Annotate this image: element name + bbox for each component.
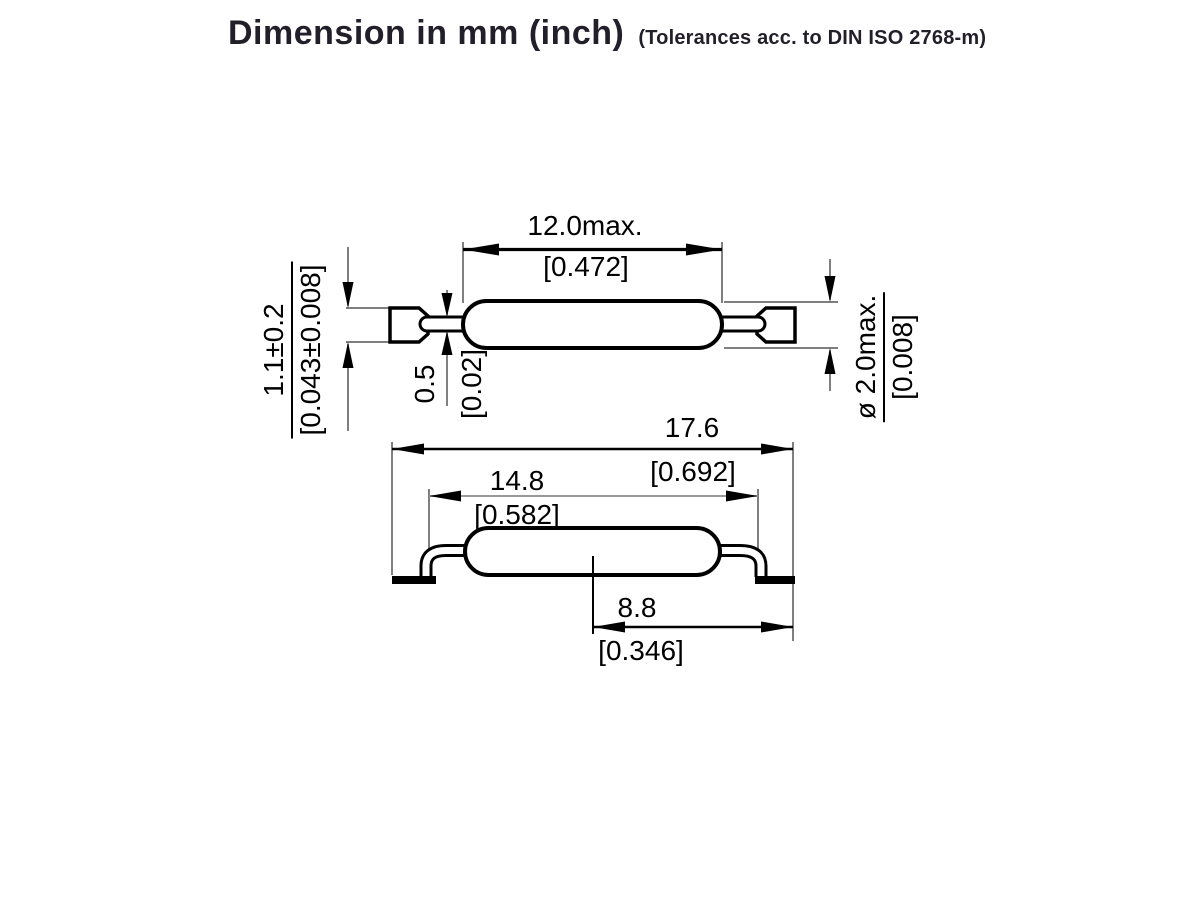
dim-body-length-mm: 12.0max. — [527, 210, 643, 241]
top-view-drawing — [342, 242, 838, 431]
left-lead-wire — [418, 315, 470, 333]
right-lead-wire — [715, 315, 767, 333]
glass-body-top-view — [461, 299, 724, 350]
dim-center-to-lead-end — [592, 556, 793, 634]
dim-wire-diameter-mm: 0.5 — [409, 364, 440, 404]
dim-lead-end-thickness-mm: 1.1±0.2 — [257, 261, 293, 439]
dim-lead-end-thickness-label: 1.1±0.2 [0.043±0.008] — [257, 261, 327, 439]
dim-overall-length-mm: 17.6 — [664, 412, 720, 443]
dim-wire-diameter-inch: [0.02] — [456, 348, 487, 420]
dim-overall-length — [391, 442, 794, 641]
dim-body-diameter-label: ø 2.0max. [0.008] — [849, 291, 919, 423]
right-solder-foot — [755, 576, 795, 584]
tolerance-note: (Tolerances acc. to DIN ISO 2768-m) — [638, 27, 987, 49]
dim-center-to-lead-end-mm: 8.8 — [617, 592, 657, 623]
page-header: Dimension in mm (inch) (Tolerances acc. … — [228, 14, 986, 53]
dim-lead-bend-span-mm: 14.8 — [489, 465, 545, 496]
dim-lead-end-thickness — [342, 247, 391, 431]
dim-body-length — [462, 242, 723, 303]
dim-wire-diameter — [441, 290, 453, 406]
left-gullwing-lead-fill — [422, 547, 472, 577]
page-title: Dimension in mm (inch) — [228, 14, 625, 52]
dim-body-length-inch: [0.472] — [543, 251, 629, 282]
right-gullwing-lead-fill — [713, 547, 765, 577]
left-solder-foot — [392, 576, 436, 584]
dim-lead-end-thickness-inch: [0.043±0.008] — [295, 264, 326, 436]
left-lead-pad — [388, 306, 430, 344]
dim-wire-diameter-label: 0.5 [0.02] — [409, 348, 487, 420]
dim-body-diameter-mm: ø 2.0max. — [849, 291, 885, 423]
dim-overall-length-inch: [0.692] — [650, 456, 736, 487]
dim-center-to-lead-end-inch: [0.346] — [598, 635, 684, 666]
dim-lead-bend-span — [428, 489, 759, 549]
dim-body-diameter-inch: [0.008] — [887, 314, 918, 400]
dim-body-diameter — [724, 259, 838, 391]
right-lead-pad — [755, 306, 797, 344]
dim-lead-bend-span-inch: [0.582] — [474, 499, 560, 530]
bottom-view-drawing — [391, 442, 795, 641]
